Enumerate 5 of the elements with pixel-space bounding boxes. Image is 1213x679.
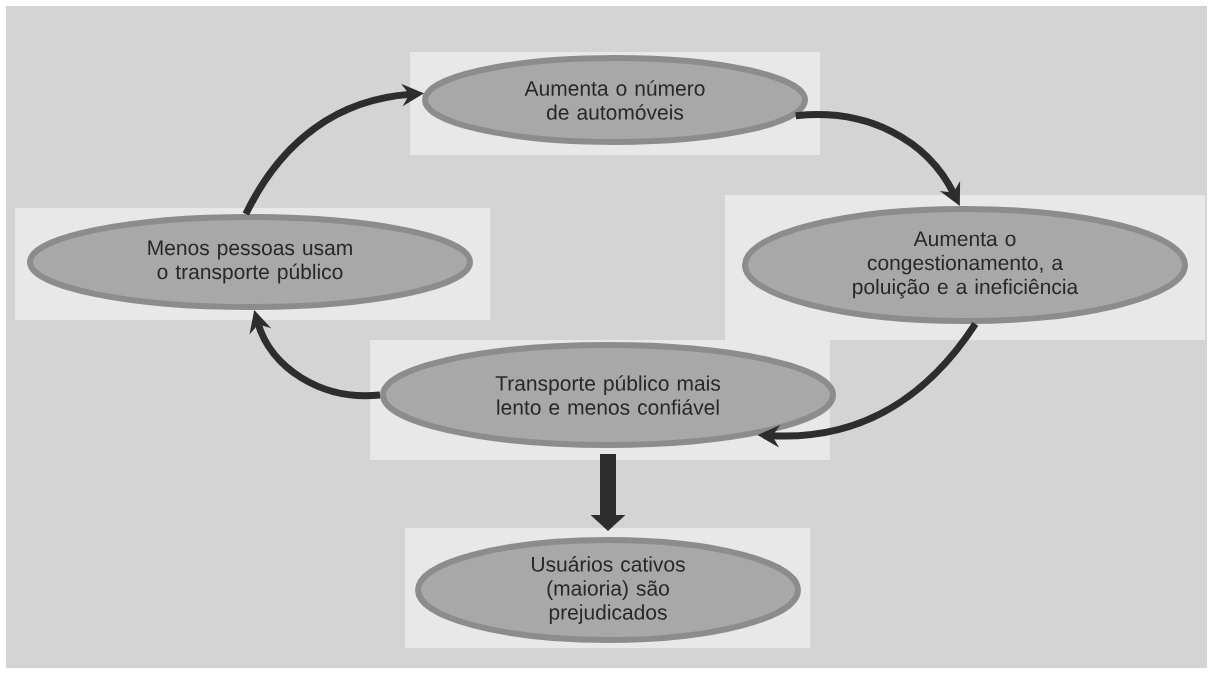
ellipse-node: Aumenta o número de automóveis — [422, 55, 808, 145]
ellipse-node: Menos pessoas usam o transporte público — [27, 214, 473, 310]
ellipse-node: Transporte público mais lento e menos confiável — [380, 342, 836, 448]
ellipse-node: Usuários cativos (maioria) são prejudicados — [415, 537, 801, 643]
ellipse-node: Aumenta o congestionamento, a poluição e a ineficiência — [742, 206, 1188, 324]
